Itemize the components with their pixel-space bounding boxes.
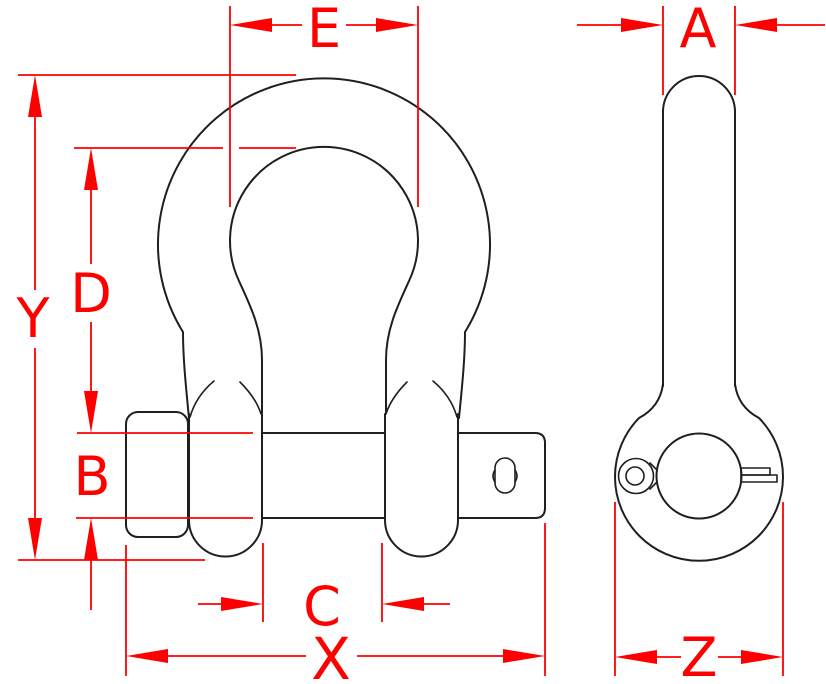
cotter-prong-lower — [740, 474, 778, 483]
dim-E-arrowhead-right — [376, 18, 418, 32]
left-ear-outer-fillet-arc — [189, 380, 215, 418]
cotter-ring-outer — [617, 457, 655, 495]
dim-D-arrowhead-top — [84, 148, 98, 190]
dim-Z-arrowhead-right — [741, 650, 783, 664]
dim-A-arrowhead-left — [621, 18, 663, 32]
right-ear-inner-fillet-arc — [385, 381, 408, 415]
dim-X-label: X — [311, 625, 351, 684]
dim-X-arrowhead-right — [503, 649, 545, 663]
dim-E-label: E — [307, 0, 341, 60]
bow-inner-opening — [229, 145, 419, 414]
dim-C-arrowhead-left — [221, 597, 263, 611]
dim-C-arrowhead-right — [382, 597, 424, 611]
right-ear-outline — [384, 413, 459, 558]
side-boss-outline — [614, 383, 784, 562]
dimension-D: D — [70, 147, 296, 434]
left-ear-outline — [188, 413, 263, 558]
side-view — [614, 75, 784, 562]
dimension-Y: Y — [16, 74, 296, 561]
cotter-ring-lower-tail — [649, 481, 658, 490]
dimension-X: X — [125, 523, 546, 684]
bow-outer-outline — [157, 77, 491, 419]
cotter-pin-hole-right-notch — [514, 469, 518, 483]
dim-A-label: A — [680, 0, 717, 60]
cotter-pin-hole — [494, 457, 516, 494]
dim-C-label: C — [303, 575, 341, 638]
side-pin-circle — [655, 432, 743, 520]
cotter-ring-upper-tail — [649, 462, 658, 471]
cotter-prong-upper — [740, 467, 771, 476]
dim-X-arrowhead-left — [126, 649, 168, 663]
right-ear-outer-fillet-arc — [432, 380, 458, 418]
dim-Y-arrowhead-top — [28, 75, 42, 117]
dim-D-label: D — [70, 262, 112, 325]
dimension-B: B — [73, 445, 253, 610]
dim-E-arrowhead-left — [230, 18, 272, 32]
dim-B-arrowhead — [84, 518, 98, 560]
cotter-ring-inner — [625, 466, 645, 486]
pin-head — [125, 411, 189, 538]
dimension-C: C — [198, 543, 450, 638]
dim-B-label: B — [73, 445, 110, 508]
side-stem-outline — [662, 75, 736, 387]
dim-Y-label: Y — [16, 287, 51, 350]
dimension-E: E — [229, 0, 419, 207]
dim-Z-label: Z — [681, 626, 718, 684]
dimension-A: A — [577, 0, 825, 95]
dim-Y-arrowhead-bottom — [28, 518, 42, 560]
dimension-Z: Z — [614, 502, 784, 684]
dim-Z-arrowhead-left — [615, 650, 657, 664]
dim-D-arrowhead-bottom — [84, 391, 98, 433]
front-view — [125, 77, 546, 558]
left-ear-inner-fillet-arc — [239, 381, 262, 415]
cotter-pin-hole-left-notch — [492, 469, 496, 483]
dim-A-arrowhead-right — [735, 18, 777, 32]
pin-end-tab — [457, 432, 546, 519]
